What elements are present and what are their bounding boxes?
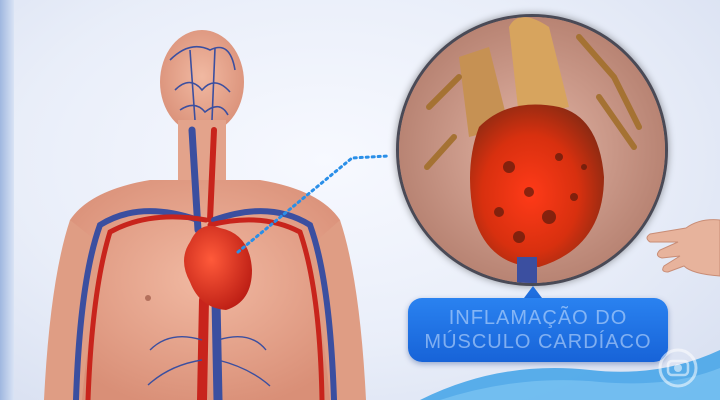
label-pointer xyxy=(524,286,542,298)
neck xyxy=(178,120,226,180)
human-anatomy-figure xyxy=(30,20,390,400)
carotid-artery xyxy=(210,130,214,220)
broadcaster-logo xyxy=(658,348,698,388)
aorta xyxy=(202,300,204,400)
vena-cava-closeup xyxy=(517,257,537,283)
head xyxy=(160,30,244,134)
label-line-1: INFLAMAÇÃO DO xyxy=(449,306,628,330)
pointing-hand xyxy=(620,200,720,290)
nipple xyxy=(145,295,151,301)
vena-cava xyxy=(216,300,218,400)
